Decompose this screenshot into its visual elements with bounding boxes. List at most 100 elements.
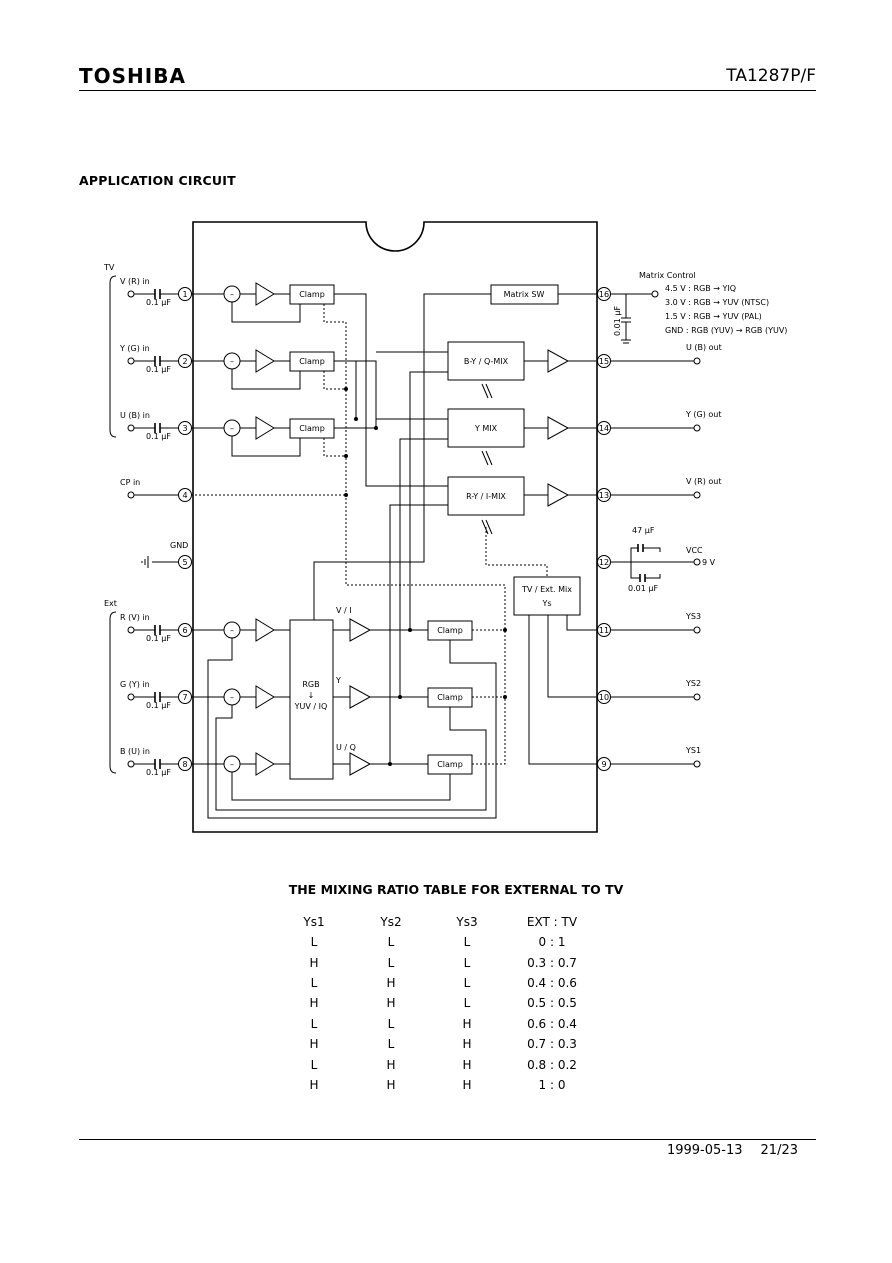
input-label-5: GND (170, 541, 188, 550)
col-header: Ys2 (380, 915, 402, 929)
svg-text:–: – (230, 760, 234, 769)
svg-text:Matrix SW: Matrix SW (504, 290, 545, 299)
input-label-8: B (U) in (120, 747, 150, 756)
col-header: Ys1 (303, 915, 325, 929)
footer-page: 21/23 (760, 1143, 798, 1158)
table-cell: 0.5 : 0.5 (527, 996, 577, 1011)
table-cell: L (387, 1037, 395, 1052)
footer-date: 1999-05-13 (666, 1143, 743, 1158)
tv-group-label: TV (103, 263, 115, 272)
svg-text:3.0 V : RGB → YUV (NTSC): 3.0 V : RGB → YUV (NTSC) (665, 298, 769, 307)
table-cell: H (309, 955, 319, 970)
table-cell: L (387, 955, 395, 970)
ys2-label: YS2 (685, 679, 701, 688)
table-cell: L (310, 975, 318, 990)
svg-text:–: – (230, 626, 234, 635)
table-row: L L H 0.6 : 0.4 (283, 1014, 607, 1034)
svg-text:Clamp: Clamp (299, 424, 325, 433)
pin-15: 15 (599, 357, 609, 366)
table-cell: L (463, 975, 471, 990)
table-cell: H (462, 1057, 472, 1072)
svg-text:B-Y / Q-MIX: B-Y / Q-MIX (464, 357, 509, 366)
table-cell: 0.6 : 0.4 (527, 1016, 577, 1031)
table-cell: L (310, 1016, 318, 1031)
ys1-label: YS1 (685, 746, 701, 755)
pin-14: 14 (599, 424, 609, 433)
svg-text:–: – (230, 424, 234, 433)
cap-label: 0.1 μF (146, 432, 171, 441)
table-cell: H (386, 1077, 396, 1092)
svg-text:–: – (230, 693, 234, 702)
table-cell: H (462, 1016, 472, 1031)
ry-mix-block (447, 476, 525, 516)
pin-1: 1 (182, 290, 187, 299)
table-cell: H (309, 996, 319, 1011)
table-cell: H (386, 996, 396, 1011)
pin-4: 4 (182, 491, 187, 500)
svg-text:4.5 V : RGB → YIQ: 4.5 V : RGB → YIQ (665, 284, 736, 293)
svg-text:U / Q: U / Q (336, 743, 356, 752)
header-rule (79, 90, 816, 91)
svg-text:Clamp: Clamp (299, 357, 325, 366)
pin-9: 9 (601, 760, 606, 769)
cap-label: 0.1 μF (146, 768, 171, 777)
input-label-4: CP in (120, 478, 140, 487)
svg-text:RGB: RGB (302, 680, 319, 689)
svg-text:GND : RGB (YUV) → RGB (YUV): GND : RGB (YUV) → RGB (YUV) (665, 326, 787, 335)
pin-13: 13 (599, 491, 609, 500)
svg-text:Clamp: Clamp (437, 626, 463, 635)
table-cell: 0 : 1 (538, 935, 566, 950)
vcc-value: 9 V (702, 558, 716, 567)
col-header: Ys3 (456, 915, 478, 929)
input-label-6: R (V) in (120, 613, 150, 622)
table-cell: L (387, 935, 395, 950)
svg-text:↓: ↓ (308, 691, 315, 700)
y-out-label: Y (G) out (685, 410, 722, 419)
cap-label: 0.1 μF (146, 634, 171, 643)
tv-group-brace (109, 275, 117, 438)
v-out-label: V (R) out (686, 477, 721, 486)
pin-10: 10 (599, 693, 609, 702)
pin-7: 7 (182, 693, 187, 702)
table-cell: L (310, 935, 318, 950)
pin-12: 12 (599, 558, 609, 567)
table-cell: L (463, 935, 471, 950)
section-title: APPLICATION CIRCUIT (79, 173, 236, 188)
svg-text:V / I: V / I (336, 606, 352, 615)
input-label-1: V (R) in (120, 277, 150, 286)
pin-11: 11 (599, 626, 609, 635)
table-cell: L (387, 1016, 395, 1031)
pin-3: 3 (182, 424, 187, 433)
vcc-label: VCC (686, 546, 703, 555)
col-header: EXT : TV (526, 915, 578, 929)
ys3-label: YS3 (685, 612, 701, 621)
svg-text:Clamp: Clamp (437, 760, 463, 769)
svg-text:Y MIX: Y MIX (474, 424, 498, 433)
table-cell: H (309, 1037, 319, 1052)
ext-group-label: Ext (104, 599, 117, 608)
ground-icon (141, 556, 149, 568)
mixing-table-title: THE MIXING RATIO TABLE FOR EXTERNAL TO T… (288, 882, 624, 897)
svg-text:–: – (230, 290, 234, 299)
cap-label: 0.1 μF (146, 365, 171, 374)
svg-text:Clamp: Clamp (299, 290, 325, 299)
table-cell: L (310, 1057, 318, 1072)
svg-text:–: – (230, 357, 234, 366)
table-cell: L (463, 955, 471, 970)
pin-16: 16 (599, 290, 609, 299)
pin-5: 5 (182, 558, 187, 567)
cap-label: 0.1 μF (146, 298, 171, 307)
table-cell: 0.7 : 0.3 (527, 1037, 577, 1052)
input-label-7: G (Y) in (120, 680, 150, 689)
input-label-2: Y (G) in (119, 344, 150, 353)
toshiba-logo: TOSHIBA (79, 64, 186, 88)
pin-8: 8 (182, 760, 187, 769)
vcc-cap-001: 0.01 μF (628, 584, 658, 593)
footer: 1999-05-13 21/23 (667, 1143, 798, 1158)
